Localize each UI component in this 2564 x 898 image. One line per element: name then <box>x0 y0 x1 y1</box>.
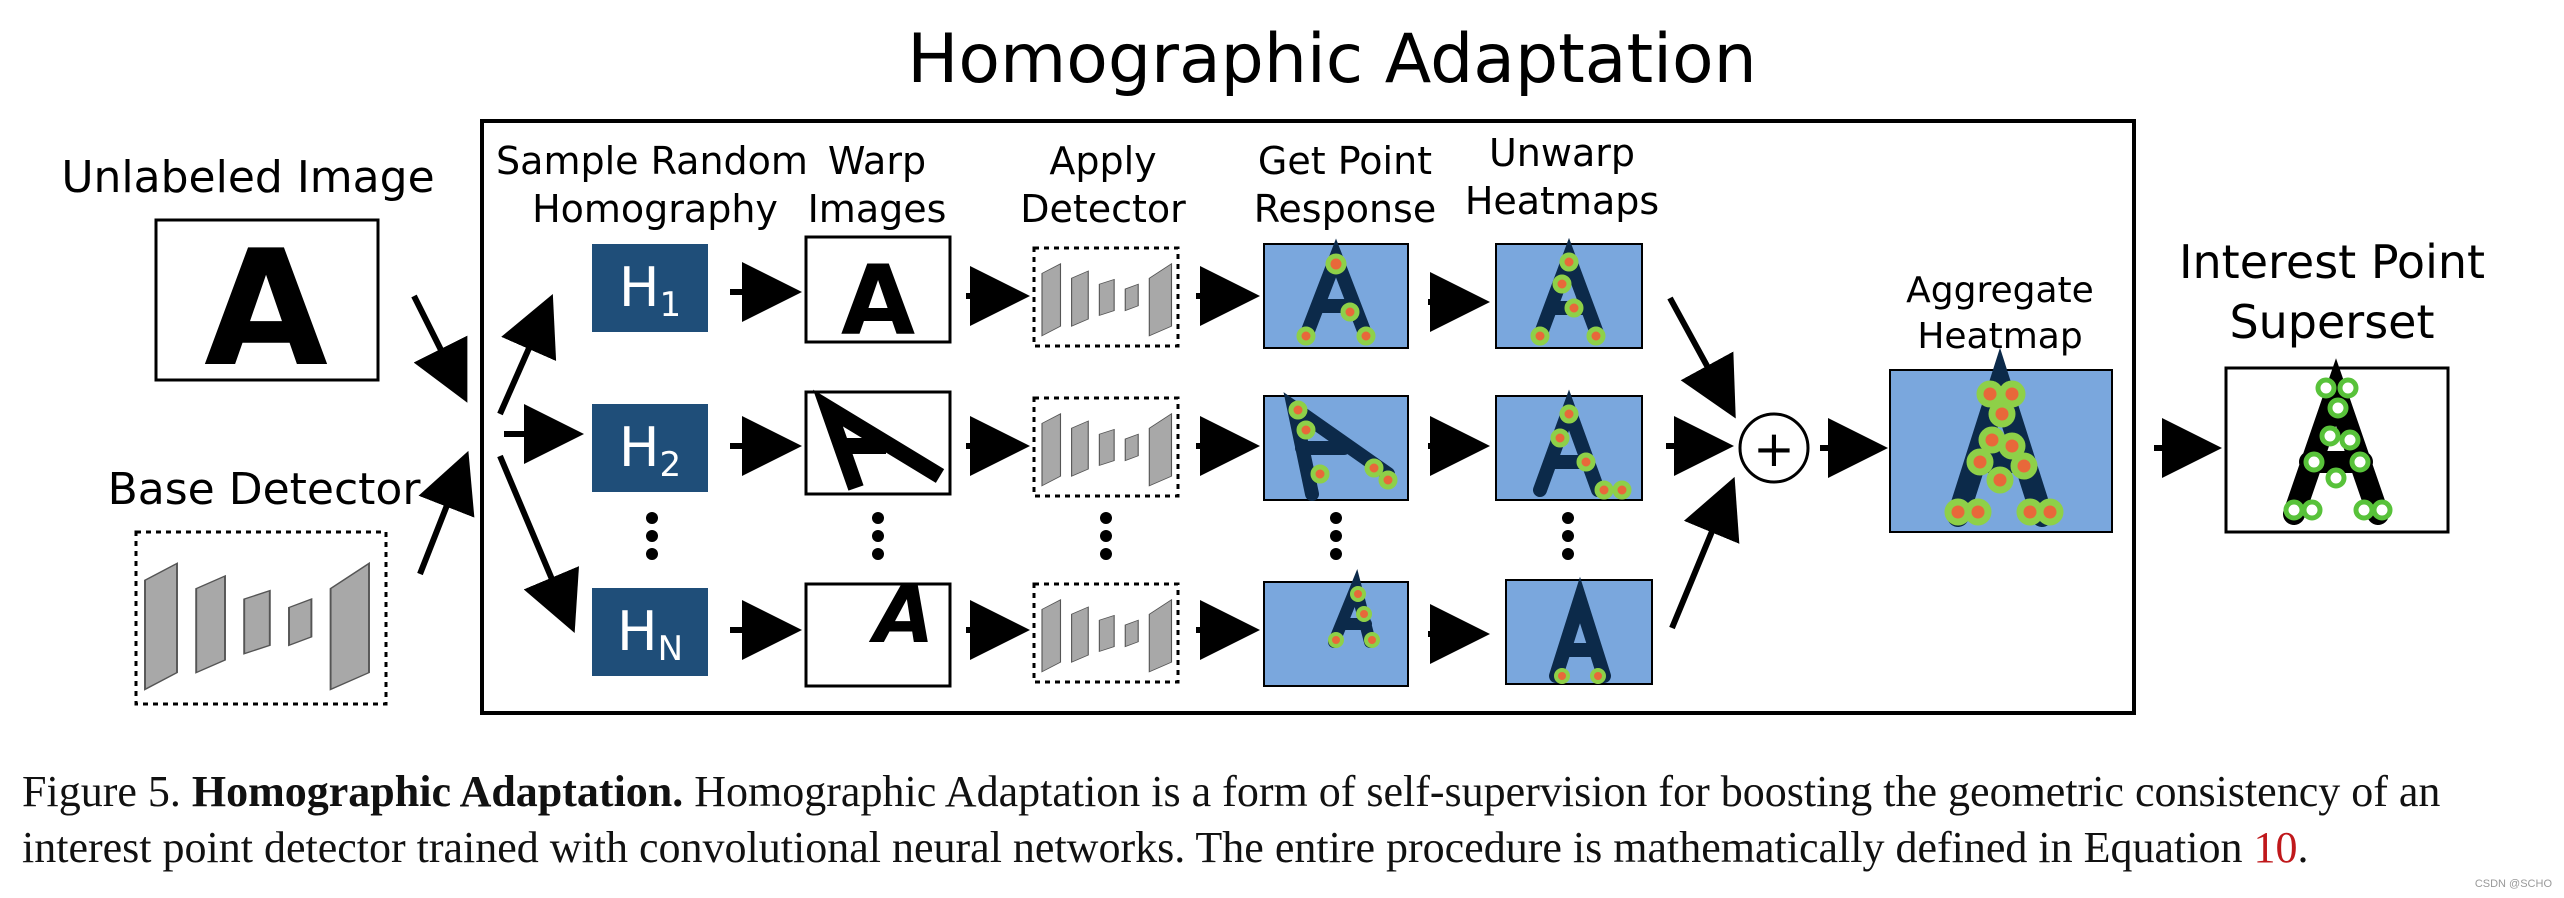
homography-label-n: HN <box>617 600 683 669</box>
sum-symbol: + <box>1753 420 1795 478</box>
stage-header-sample-1: Sample Random <box>496 139 808 183</box>
ellipsis-dots <box>646 512 1574 560</box>
unlabeled-image-glyph: A <box>204 215 328 402</box>
response-points-2 <box>1288 400 1398 490</box>
stage-header-apply-1: Apply <box>1049 139 1156 183</box>
pipeline-frame <box>480 119 2136 715</box>
stage-header-warp-2: Images <box>808 187 947 231</box>
warped-image-1-glyph: A <box>841 245 915 357</box>
caption-bold-title: Homographic Adaptation. <box>191 767 684 816</box>
row-n: HN A <box>592 568 1653 688</box>
aggregate-points <box>1944 380 2064 526</box>
caption-equation-ref[interactable]: 10 <box>2253 823 2298 872</box>
row-1: H1 A <box>592 235 1643 357</box>
stage-headers: Sample Random Homography Warp Images App… <box>496 131 1659 231</box>
homography-box-n <box>592 588 708 676</box>
arrow-detector-in <box>417 450 475 576</box>
stage-header-warp-1: Warp <box>828 139 926 183</box>
warped-image-2-glyph <box>813 389 945 491</box>
stage-header-unwarp-2: Heatmaps <box>1465 179 1659 223</box>
unlabeled-image-box <box>154 218 380 382</box>
homography-box-1 <box>592 244 708 332</box>
output-label-2: Superset <box>2229 295 2434 349</box>
response-map-n <box>1263 581 1409 687</box>
base-detector-label: Base Detector <box>108 464 422 515</box>
unlabeled-image-label: Unlabeled Image <box>61 152 434 203</box>
output-label-1: Interest Point <box>2179 235 2485 289</box>
caption-body: Homographic Adaptation is a form of self… <box>22 767 2441 872</box>
arrow-sum-1 <box>1667 296 1736 419</box>
arrow-image-in <box>411 294 468 403</box>
unwarped-points-1 <box>1530 252 1606 346</box>
warped-image-1 <box>804 235 952 344</box>
stage-header-sample-2: Homography <box>532 187 778 231</box>
caption-suffix: . <box>2297 823 2309 872</box>
stage-header-response-2: Response <box>1254 187 1437 231</box>
arrow-branch-n <box>497 454 579 634</box>
output-points <box>2283 377 2393 521</box>
homography-label-2: H2 <box>619 416 681 485</box>
homography-label-1: H1 <box>619 256 681 325</box>
arrow-branch-1 <box>497 294 557 416</box>
homography-box-2 <box>592 404 708 492</box>
response-points-1 <box>1296 253 1376 346</box>
warped-image-n <box>804 582 952 688</box>
aggregate-label-1: Aggregate <box>1906 270 2094 311</box>
stage-header-apply-2: Detector <box>1020 187 1186 231</box>
diagram-title: Homographic Adaptation <box>907 20 1756 99</box>
caption-prefix: Figure 5. <box>22 767 192 816</box>
stage-header-response-1: Get Point <box>1258 139 1432 183</box>
warped-image-n-glyph: A <box>868 571 934 661</box>
response-points-n <box>1328 586 1380 648</box>
unwarped-points-n <box>1554 668 1606 684</box>
row-2: H2 <box>592 389 1643 501</box>
homographic-adaptation-diagram: Homographic Adaptation Unlabeled Image A… <box>61 20 2485 715</box>
sum-node <box>1738 412 1810 484</box>
unwarped-points-2 <box>1550 404 1632 500</box>
figure-caption: Figure 5. Homographic Adaptation. Homogr… <box>22 764 2542 876</box>
unwarped-letter-n <box>1549 576 1611 683</box>
watermark: CSDN @SCHO <box>2474 878 2552 890</box>
arrow-sum-n <box>1669 476 1740 630</box>
stage-header-unwarp-1: Unwarp <box>1489 131 1635 175</box>
